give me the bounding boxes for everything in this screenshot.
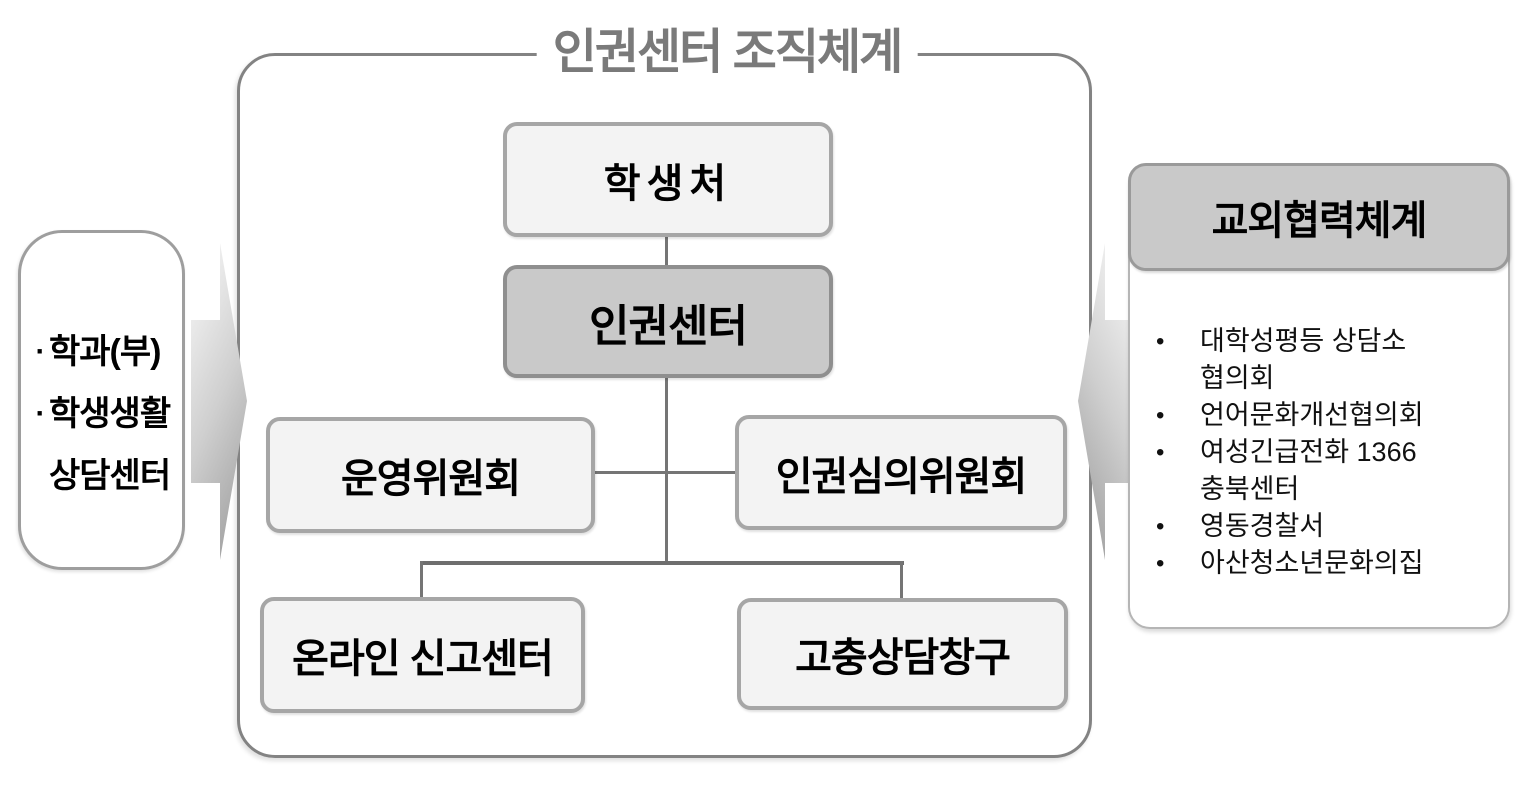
connector-student-to-center — [665, 237, 668, 265]
bullet-icon: • — [1156, 550, 1165, 577]
left-panel-departments: · 학과(부) · 학생생활 상담센터 — [18, 230, 185, 570]
list-item: • 아산청소년문화의집 — [1154, 545, 1502, 582]
list-item: · 학생생활 상담센터 — [31, 383, 182, 507]
node-student-affairs: 학생처 — [503, 122, 833, 237]
list-item-label: 학과(부) — [49, 333, 161, 371]
bullet-icon: • — [1156, 328, 1165, 355]
node-grievance-counseling: 고충상담창구 — [737, 598, 1068, 710]
list-item: • 대학성평등 상담소 협의회 — [1154, 323, 1502, 397]
connector-bottom-bar — [420, 561, 904, 565]
list-item-label: 영동경찰서 — [1200, 511, 1325, 541]
right-panel-external-cooperation: 교외협력체계 • 대학성평등 상담소 협의회 • 언어문화개선협의회 • 여성긴… — [1128, 163, 1510, 629]
node-steering-committee: 운영위원회 — [266, 417, 595, 533]
left-panel-list: · 학과(부) · 학생생활 상담센터 — [21, 233, 182, 507]
list-item-label: 언어문화개선협의회 — [1200, 400, 1424, 430]
bullet-icon: • — [1156, 439, 1165, 466]
list-item-label: 아산청소년문화의집 — [1200, 548, 1424, 578]
connector-stub-grievance — [900, 561, 903, 600]
list-item-label: 대학성평등 상담소 협의회 — [1200, 326, 1407, 393]
node-online-report-center: 온라인 신고센터 — [260, 597, 585, 713]
right-panel-list: • 대학성평등 상담소 협의회 • 언어문화개선협의회 • 여성긴급전화 136… — [1130, 165, 1508, 582]
list-item: • 영동경찰서 — [1154, 508, 1502, 545]
node-human-rights-center: 인권센터 — [503, 265, 833, 378]
list-item-label: 여성긴급전화 1366 충북센터 — [1200, 437, 1417, 504]
connector-stub-online — [420, 561, 423, 597]
bullet-icon: • — [1156, 402, 1165, 429]
node-deliberation-committee: 인권심의위원회 — [735, 415, 1067, 530]
connector-committee-row — [595, 471, 735, 474]
bullet-icon: • — [1156, 513, 1165, 540]
chart-title: 인권센터 조직체계 — [536, 22, 918, 84]
bullet-icon: · — [35, 335, 46, 368]
list-item: • 여성긴급전화 1366 충북센터 — [1154, 434, 1502, 508]
bullet-icon: · — [35, 397, 46, 430]
right-panel-header: 교외협력체계 — [1128, 163, 1510, 271]
list-item: • 언어문화개선협의회 — [1154, 397, 1502, 434]
list-item: · 학과(부) — [31, 321, 182, 383]
list-item-label: 학생생활 상담센터 — [49, 395, 171, 495]
